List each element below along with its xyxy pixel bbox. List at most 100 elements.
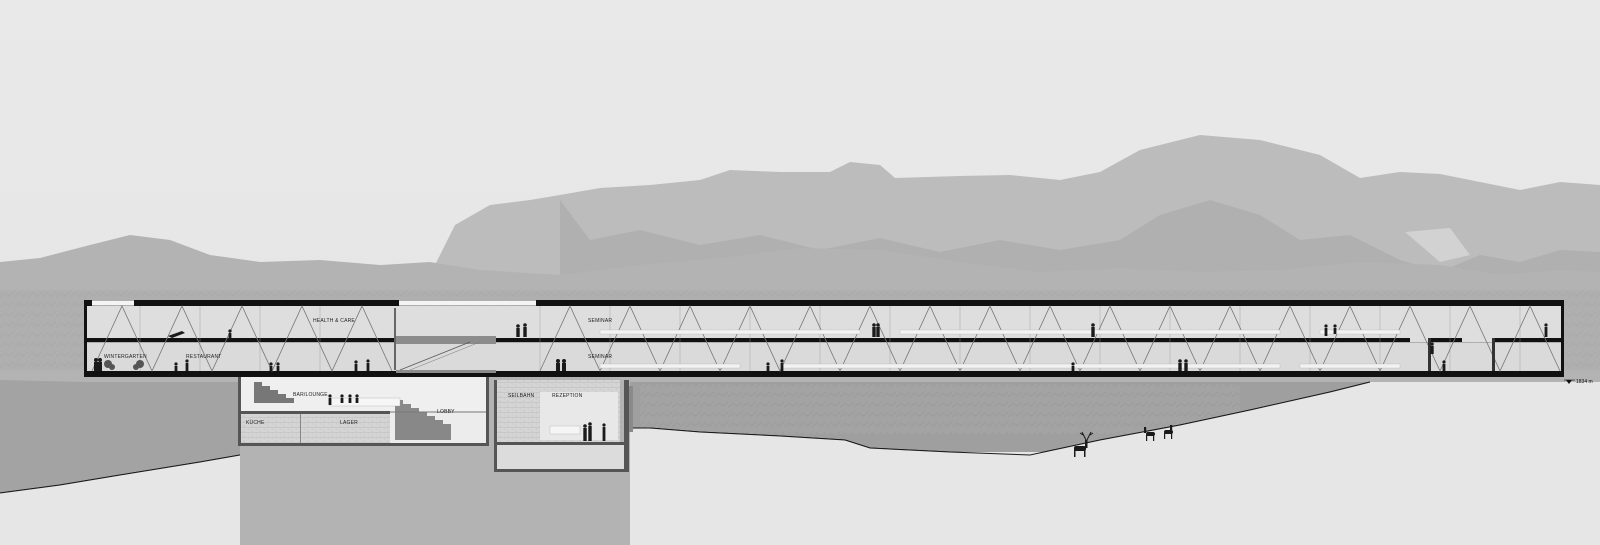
person	[1071, 362, 1075, 371]
stag	[1074, 431, 1094, 457]
label-kueche: KÜCHE	[246, 419, 265, 426]
person	[1544, 323, 1548, 337]
right-end-wall	[1561, 300, 1564, 377]
roof-slab-a	[134, 300, 399, 306]
void-wall	[394, 308, 396, 370]
person	[1178, 359, 1182, 371]
person	[98, 358, 102, 371]
label-rezeption: REZEPTION	[552, 393, 583, 399]
stair-right	[395, 400, 451, 440]
left-end-wall	[84, 300, 87, 377]
reception-bottom-floor	[494, 469, 629, 472]
person	[366, 359, 370, 371]
label-lobby: LOBBY	[437, 409, 455, 415]
valley-texture	[640, 384, 1240, 434]
basement-outline-top	[238, 411, 390, 414]
person	[556, 359, 560, 371]
reception-lower	[496, 444, 626, 470]
reception-mid-floor	[494, 442, 629, 445]
person	[523, 323, 527, 337]
doe	[1144, 427, 1155, 441]
void-stair-upper	[399, 341, 471, 371]
person	[355, 394, 359, 403]
person	[269, 362, 273, 371]
inner-wall-b	[1492, 338, 1495, 371]
inner-wall-a	[1428, 338, 1431, 371]
stair-left	[254, 382, 294, 403]
void-stair-upper-b	[409, 341, 481, 371]
reclining-person	[168, 331, 185, 338]
main-building	[84, 300, 1564, 377]
person	[780, 359, 784, 371]
person	[1091, 323, 1095, 337]
truss-left	[91, 305, 393, 372]
person	[1442, 360, 1446, 371]
person	[1324, 324, 1328, 336]
roof-light-b	[399, 301, 536, 305]
kitchen-divider	[300, 414, 301, 443]
label-health-care: HEALTH & CARE	[313, 318, 355, 324]
elevation-marker: 1834 m	[1564, 379, 1593, 385]
label-wintergarten: WINTERGARTEN	[104, 354, 147, 360]
intermediate-slab	[84, 338, 396, 342]
snow-patch	[1405, 228, 1470, 262]
bar-counter	[329, 397, 401, 407]
label-seilbahn: SEILBAHN	[508, 393, 535, 399]
person	[1430, 342, 1434, 354]
label-restaurant: RESTAURANT	[186, 354, 222, 360]
ground-plane-fill	[630, 382, 1600, 545]
ground-line-left-redraw	[0, 454, 241, 494]
truss-right	[539, 305, 1561, 372]
furniture-strip-lower	[599, 363, 1401, 369]
furniture-strip-upper	[599, 329, 1401, 335]
person	[602, 423, 606, 441]
bottom-ground-left	[0, 455, 240, 545]
void-lower-panel	[396, 370, 496, 373]
person	[583, 424, 587, 441]
label-seminar-upper: SEMINAR	[588, 318, 612, 324]
person	[516, 324, 520, 337]
plants	[104, 360, 144, 370]
basement-right	[494, 380, 633, 472]
retaining-wall	[629, 386, 633, 432]
person	[94, 358, 98, 371]
person	[276, 362, 280, 371]
label-bar-lounge: BAR/LOUNGE	[293, 392, 328, 398]
person	[185, 359, 189, 371]
person	[348, 394, 352, 403]
people-silhouettes	[94, 323, 1548, 441]
person	[328, 394, 332, 405]
person	[766, 362, 770, 371]
person	[588, 422, 592, 441]
person	[1184, 359, 1188, 371]
person	[228, 329, 232, 339]
reception-desk	[549, 425, 581, 435]
intermediate-slab-gap-b	[1462, 338, 1492, 342]
basement-right-wall	[486, 377, 489, 446]
mullions	[139, 306, 1521, 371]
deer-silhouettes	[1074, 425, 1173, 457]
basement-left-wall	[238, 377, 241, 446]
reception-left-wall	[494, 380, 497, 472]
label-lager: LAGER	[340, 420, 358, 426]
basement-left	[238, 377, 489, 446]
basement-floor	[238, 443, 488, 446]
person	[876, 323, 880, 337]
person	[354, 360, 358, 371]
person	[174, 362, 178, 371]
person	[562, 359, 566, 371]
kitchen-storage-room	[240, 413, 390, 443]
doe	[1164, 425, 1173, 439]
roof-slab-left-cap	[84, 300, 92, 306]
ground-line-right-redraw	[630, 381, 1371, 456]
label-seminar-lower: SEMINAR	[588, 354, 612, 360]
elevation-label: 1834 m	[1576, 379, 1593, 385]
roof-slab-b	[536, 300, 1564, 306]
person	[1333, 324, 1337, 334]
void-panel	[396, 336, 496, 344]
floor-slab	[84, 371, 1564, 377]
elevation-triangle	[1566, 380, 1572, 384]
intermediate-slab-gap-a	[1410, 338, 1428, 342]
person	[872, 323, 876, 337]
